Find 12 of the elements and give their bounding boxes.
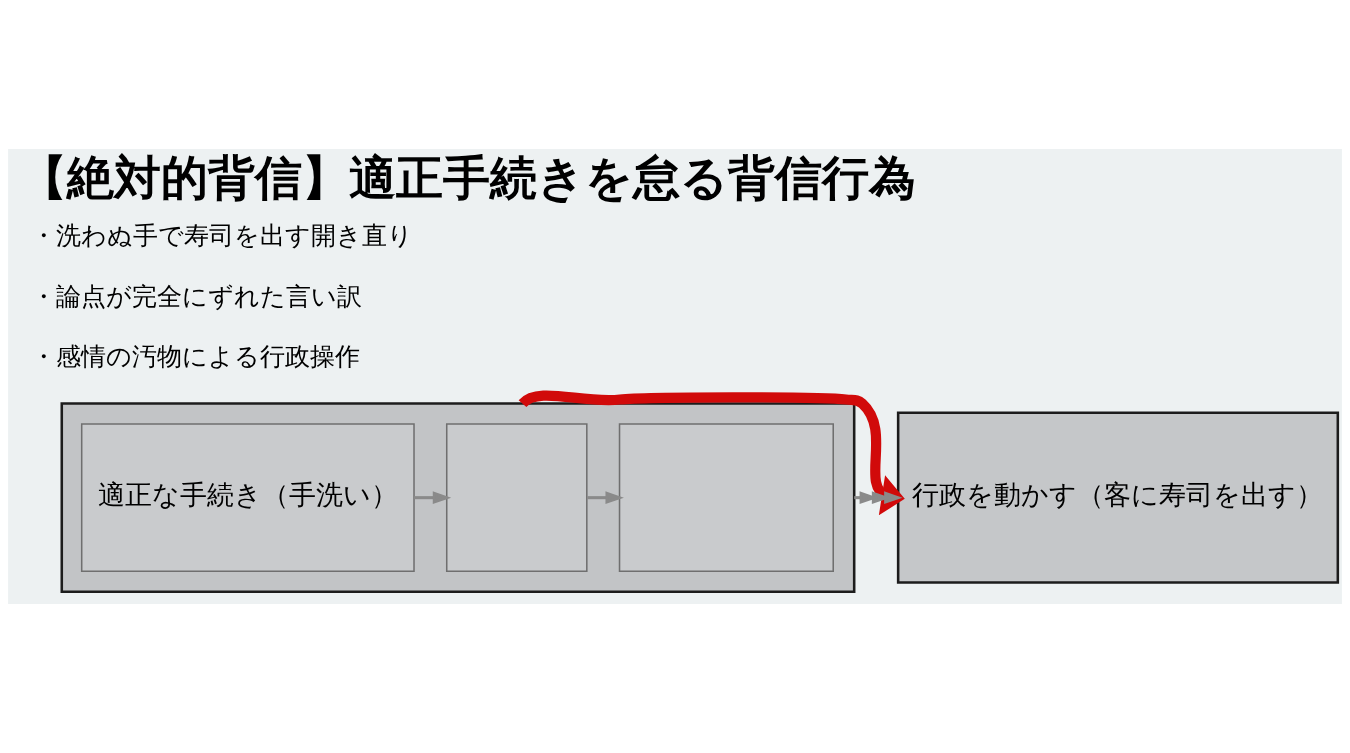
arrow [519, 390, 905, 516]
label: ・感情の汚物による行政操作 [30, 341, 360, 371]
node-box: 行政を動かす（客に寿司を出す） [896, 411, 1340, 584]
arrow [414, 491, 452, 505]
node-box [618, 423, 834, 573]
node-box: 適正な手続き（手洗い） [80, 423, 415, 573]
node-box [445, 423, 588, 573]
diagram-title: 【絶対的背信】適正手続きを怠る背信行為 [20, 149, 917, 205]
arrow [587, 491, 624, 505]
label: ・論点が完全にずれた言い訳 [30, 281, 362, 311]
label: ・洗わぬ手で寿司を出す開き直り [30, 221, 413, 251]
cluster [60, 402, 856, 593]
